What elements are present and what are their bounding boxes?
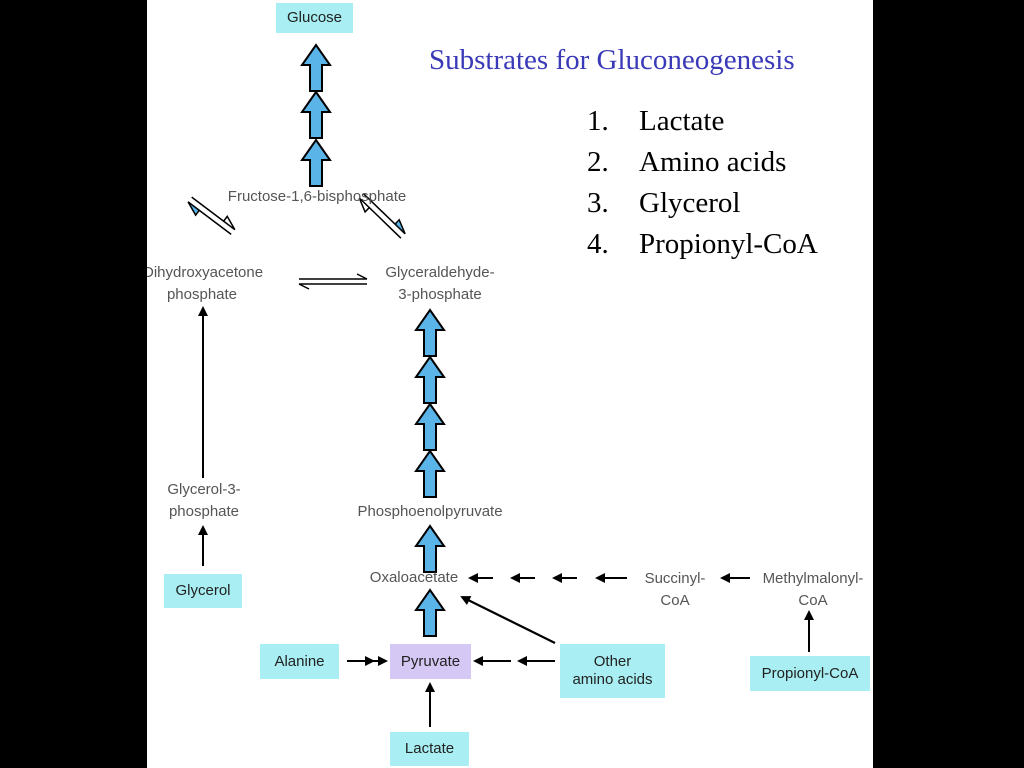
slide: Glucose Fructose-1,6-bisphosphate Dihydr…	[147, 0, 873, 768]
pathway-diagram	[187, 44, 814, 727]
glycerol-3-phosphate-line2: phosphate	[168, 503, 240, 520]
succinyl-coa-label: Succinyl- CoA	[631, 568, 719, 612]
block-arrow	[415, 450, 445, 498]
block-arrow	[415, 309, 445, 357]
block-arrow	[301, 91, 331, 139]
dhap-line2: phosphate	[166, 286, 238, 303]
equilibrium-arrow	[298, 273, 368, 290]
block-arrow	[415, 525, 445, 573]
methylmalonyl-coa-line2: CoA	[798, 592, 828, 609]
pyruvate-box: Pyruvate	[390, 644, 471, 679]
substrate-name: Amino acids	[639, 146, 787, 178]
substrate-item: 2. Amino acids	[587, 144, 818, 185]
fructose-bisphosphate-label: Fructose-1,6-bisphosphate	[227, 188, 407, 205]
other-amino-acids-line1: Other	[593, 653, 632, 670]
alanine-box: Alanine	[260, 644, 339, 679]
other-amino-acids-box: Other amino acids	[560, 644, 665, 698]
substrate-name: Glycerol	[639, 187, 741, 219]
succinyl-coa-line1: Succinyl-	[644, 570, 706, 587]
glycerol-3-phosphate-line1: Glycerol-3-	[167, 481, 241, 498]
oxaloacetate-label: Oxaloacetate	[369, 569, 459, 586]
block-arrow	[301, 139, 331, 187]
diagonal-arrow-g3p-fbp	[358, 193, 406, 239]
g3p-line2: 3-phosphate	[398, 286, 482, 303]
glycerol-box: Glycerol	[164, 574, 242, 608]
substrate-item: 3. Glycerol	[587, 185, 818, 226]
block-arrow	[415, 589, 445, 637]
glycerol-3-phosphate-label: Glycerol-3- phosphate	[147, 479, 261, 523]
substrate-name: Propionyl-CoA	[639, 228, 818, 260]
propionyl-coa-box: Propionyl-CoA	[750, 656, 870, 691]
methylmalonyl-coa-line1: Methylmalonyl-	[762, 570, 864, 587]
substrate-number: 2.	[587, 146, 609, 178]
diagonal-arrow-dhap-fbp	[187, 196, 236, 235]
substrate-number: 1.	[587, 105, 609, 137]
dhap-label: Dihydroxyacetone phosphate	[147, 262, 264, 306]
g3p-line1: Glyceraldehyde-	[385, 264, 495, 281]
methylmalonyl-coa-label: Methylmalonyl- CoA	[752, 568, 873, 612]
block-arrow	[415, 403, 445, 451]
substrate-item: 4. Propionyl-CoA	[587, 226, 818, 267]
lactate-box: Lactate	[390, 732, 469, 766]
arrow-aminoacids-to-oxaloacetate	[460, 596, 556, 644]
block-arrow	[415, 356, 445, 404]
phosphoenolpyruvate-label: Phosphoenolpyruvate	[357, 503, 503, 520]
block-arrow	[301, 44, 331, 92]
substrate-item: 1. Lactate	[587, 103, 818, 144]
g3p-label: Glyceraldehyde- 3-phosphate	[365, 262, 515, 306]
other-amino-acids-line2: amino acids	[572, 671, 653, 688]
substrate-number: 4.	[587, 228, 609, 260]
succinyl-coa-line2: CoA	[660, 592, 690, 609]
glucose-box: Glucose	[276, 3, 353, 33]
substrate-number: 3.	[587, 187, 609, 219]
substrate-list: 1. Lactate 2. Amino acids 3. Glycerol 4. Pro…	[587, 103, 818, 267]
substrate-name: Lactate	[639, 105, 725, 137]
slide-title: Substrates for Gluconeogenesis	[429, 44, 795, 76]
dhap-line1: Dihydroxyacetone	[147, 264, 264, 281]
